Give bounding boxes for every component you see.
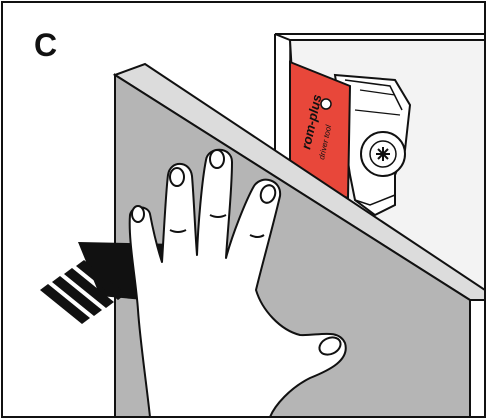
step-letter: C	[34, 27, 57, 63]
screw-icon	[361, 132, 405, 176]
